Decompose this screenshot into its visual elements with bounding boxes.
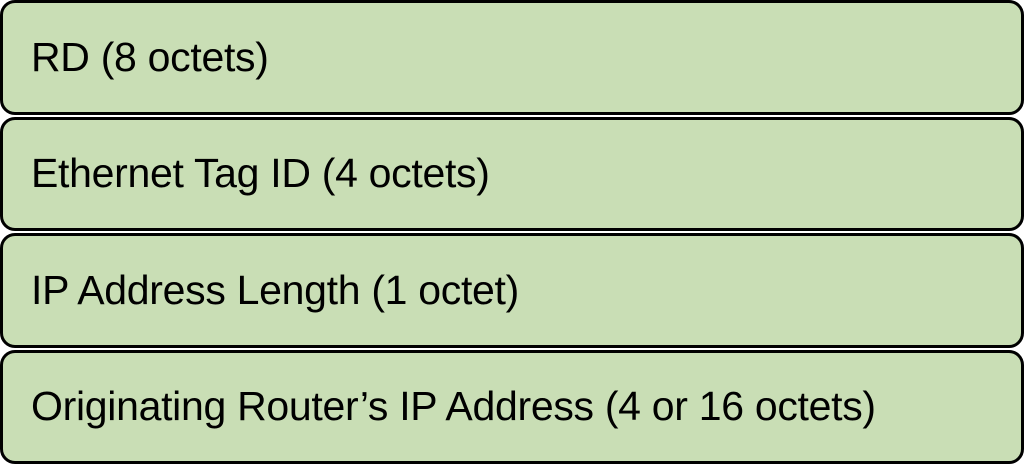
field-box-rd: RD (8 octets) xyxy=(0,0,1024,115)
field-label-rd: RD (8 octets) xyxy=(31,33,269,80)
field-label-ip-address-length: IP Address Length (1 octet) xyxy=(31,266,520,313)
field-box-ip-address-length: IP Address Length (1 octet) xyxy=(0,233,1024,348)
field-box-originating-router-ip-address: Originating Router’s IP Address (4 or 16… xyxy=(0,349,1024,464)
field-box-ethernet-tag-id: Ethernet Tag ID (4 octets) xyxy=(0,116,1024,231)
field-label-originating-router-ip-address: Originating Router’s IP Address (4 or 16… xyxy=(31,383,876,430)
field-label-ethernet-tag-id: Ethernet Tag ID (4 octets) xyxy=(31,150,490,197)
